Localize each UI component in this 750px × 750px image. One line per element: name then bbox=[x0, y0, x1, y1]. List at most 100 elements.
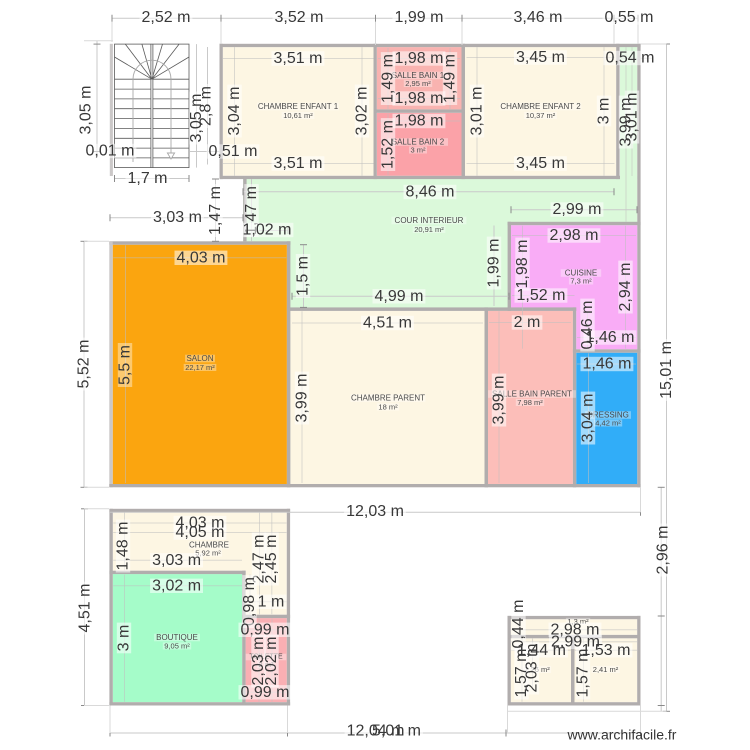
svg-text:8,46 m: 8,46 m bbox=[406, 184, 455, 201]
svg-text:2,52 m: 2,52 m bbox=[142, 9, 191, 26]
svg-text:4,03 m: 4,03 m bbox=[177, 249, 226, 266]
svg-text:3,99 m: 3,99 m bbox=[618, 98, 635, 147]
svg-text:3 m: 3 m bbox=[596, 98, 613, 125]
svg-text:2,95 m²: 2,95 m² bbox=[405, 79, 431, 88]
svg-text:1,5 m: 1,5 m bbox=[295, 256, 312, 296]
svg-text:1,02 m: 1,02 m bbox=[243, 222, 292, 239]
svg-text:1,57 m: 1,57 m bbox=[513, 649, 530, 698]
svg-text:3,45 m: 3,45 m bbox=[516, 49, 565, 66]
svg-text:3,01 m: 3,01 m bbox=[469, 87, 486, 136]
svg-text:1,52 m: 1,52 m bbox=[517, 287, 566, 304]
svg-text:1,99 m: 1,99 m bbox=[486, 239, 503, 288]
svg-text:1,49 m: 1,49 m bbox=[442, 54, 459, 103]
svg-text:CHAMBRE ENFANT 2: CHAMBRE ENFANT 2 bbox=[500, 102, 581, 111]
svg-text:1,7 m: 1,7 m bbox=[127, 170, 167, 187]
svg-text:www.archifacile.fr: www.archifacile.fr bbox=[567, 727, 677, 743]
svg-text:2,94 m: 2,94 m bbox=[617, 263, 634, 312]
svg-text:7,98 m²: 7,98 m² bbox=[517, 398, 543, 407]
svg-text:15,01 m: 15,01 m bbox=[658, 341, 675, 399]
svg-text:3,03 m: 3,03 m bbox=[152, 552, 201, 569]
svg-text:9,05 m²: 9,05 m² bbox=[164, 642, 190, 651]
svg-text:2,8 m: 2,8 m bbox=[198, 86, 215, 126]
svg-text:1,98 m: 1,98 m bbox=[395, 50, 444, 67]
svg-text:3 m²: 3 m² bbox=[411, 146, 427, 155]
svg-text:0,44 m: 0,44 m bbox=[510, 600, 527, 649]
svg-text:CHAMBRE ENFANT 1: CHAMBRE ENFANT 1 bbox=[258, 102, 339, 111]
svg-text:2,03 m: 2,03 m bbox=[250, 637, 267, 686]
svg-text:CUISINE: CUISINE bbox=[565, 269, 597, 278]
svg-text:3,05 m: 3,05 m bbox=[78, 86, 95, 135]
svg-text:12,04 m: 12,04 m bbox=[347, 723, 405, 740]
svg-text:1,57 m: 1,57 m bbox=[575, 649, 592, 698]
svg-text:0,54 m: 0,54 m bbox=[606, 50, 655, 67]
svg-text:2,03 m: 2,03 m bbox=[524, 644, 541, 693]
svg-text:1,47 m: 1,47 m bbox=[207, 186, 224, 235]
svg-text:SALLE BAIN PARENT: SALLE BAIN PARENT bbox=[492, 390, 572, 399]
svg-text:0,55 m: 0,55 m bbox=[605, 9, 654, 26]
svg-text:3,45 m: 3,45 m bbox=[516, 155, 565, 172]
svg-text:5,01 m: 5,01 m bbox=[372, 723, 421, 740]
svg-text:3,02 m: 3,02 m bbox=[354, 87, 371, 136]
svg-text:4,51 m: 4,51 m bbox=[77, 584, 94, 633]
svg-text:2,47 m: 2,47 m bbox=[251, 535, 268, 584]
svg-text:1,99 m: 1,99 m bbox=[395, 9, 444, 26]
svg-text:3,02 m: 3,02 m bbox=[152, 577, 201, 594]
svg-text:0,99 m: 0,99 m bbox=[241, 621, 290, 638]
svg-text:1,47 m: 1,47 m bbox=[243, 186, 260, 235]
svg-text:10,61 m²: 10,61 m² bbox=[283, 111, 313, 120]
svg-text:BOUTIQUE: BOUTIQUE bbox=[156, 633, 198, 642]
svg-text:CHAMBRE: CHAMBRE bbox=[189, 541, 229, 550]
svg-text:1,3 m²: 1,3 m² bbox=[567, 617, 589, 626]
svg-text:0,51 m: 0,51 m bbox=[209, 143, 258, 160]
svg-text:2,98 m: 2,98 m bbox=[550, 227, 599, 244]
svg-text:1,48 m: 1,48 m bbox=[115, 522, 132, 571]
svg-text:3,46 m: 3,46 m bbox=[514, 9, 563, 26]
svg-text:1,46 m: 1,46 m bbox=[583, 356, 632, 373]
svg-text:1 m: 1 m bbox=[258, 593, 285, 610]
svg-text:3,52 m: 3,52 m bbox=[275, 9, 324, 26]
svg-text:0,99 m: 0,99 m bbox=[241, 684, 290, 701]
svg-text:0,01 m: 0,01 m bbox=[86, 143, 135, 160]
svg-text:4,42 m²: 4,42 m² bbox=[595, 419, 621, 428]
svg-text:2,99 m: 2,99 m bbox=[553, 201, 602, 218]
svg-text:3,99 m: 3,99 m bbox=[491, 376, 508, 425]
svg-text:4,03 m: 4,03 m bbox=[176, 515, 225, 532]
svg-text:12,03 m: 12,03 m bbox=[346, 503, 404, 520]
svg-text:1,44 m: 1,44 m bbox=[517, 642, 566, 659]
svg-text:SALON: SALON bbox=[186, 354, 213, 363]
svg-text:1,52 m: 1,52 m bbox=[380, 120, 397, 169]
svg-text:0,46 m: 0,46 m bbox=[579, 301, 596, 350]
svg-text:3,99 m: 3,99 m bbox=[294, 374, 311, 423]
svg-text:3,51 m: 3,51 m bbox=[274, 50, 323, 67]
svg-text:2,96 m: 2,96 m bbox=[655, 526, 672, 575]
svg-text:2,99 m: 2,99 m bbox=[551, 633, 600, 650]
svg-text:20,91 m²: 20,91 m² bbox=[414, 225, 444, 234]
svg-text:2,02 m: 2,02 m bbox=[263, 637, 280, 686]
svg-text:3,05 m: 3,05 m bbox=[188, 94, 205, 143]
svg-text:18 m²: 18 m² bbox=[378, 403, 398, 412]
svg-text:DRESSING: DRESSING bbox=[587, 411, 629, 420]
svg-text:1,98 m: 1,98 m bbox=[514, 240, 531, 289]
svg-text:5,92 m²: 5,92 m² bbox=[195, 549, 221, 558]
svg-text:3,04 m: 3,04 m bbox=[226, 87, 243, 136]
svg-text:CHAMBRE PARENT: CHAMBRE PARENT bbox=[351, 394, 425, 403]
svg-text:22,17 m²: 22,17 m² bbox=[185, 363, 215, 372]
svg-text:3,03 m: 3,03 m bbox=[153, 209, 202, 226]
svg-text:1,98 m: 1,98 m bbox=[395, 90, 444, 107]
svg-text:2,98 m: 2,98 m bbox=[551, 621, 600, 638]
svg-text:7,3 m²: 7,3 m² bbox=[570, 277, 592, 286]
svg-text:3,51 m: 3,51 m bbox=[274, 155, 323, 172]
svg-text:2 m: 2 m bbox=[514, 314, 541, 331]
svg-text:5,52 m: 5,52 m bbox=[76, 340, 93, 389]
svg-text:2,41 m²: 2,41 m² bbox=[593, 665, 619, 674]
svg-text:5,5 m: 5,5 m bbox=[117, 345, 134, 385]
svg-text:1,53 m: 1,53 m bbox=[582, 642, 631, 659]
svg-text:3 m: 3 m bbox=[116, 625, 133, 652]
svg-text:SALLE BAIN 1: SALLE BAIN 1 bbox=[392, 71, 445, 80]
svg-text:4,51 m: 4,51 m bbox=[363, 315, 412, 332]
svg-text:2,45 m: 2,45 m bbox=[263, 535, 280, 584]
svg-text:1,98 m: 1,98 m bbox=[395, 113, 444, 130]
svg-text:3,01 m: 3,01 m bbox=[624, 93, 641, 142]
svg-text:4,99 m: 4,99 m bbox=[375, 288, 424, 305]
svg-text:0,98 m: 0,98 m bbox=[241, 577, 258, 626]
